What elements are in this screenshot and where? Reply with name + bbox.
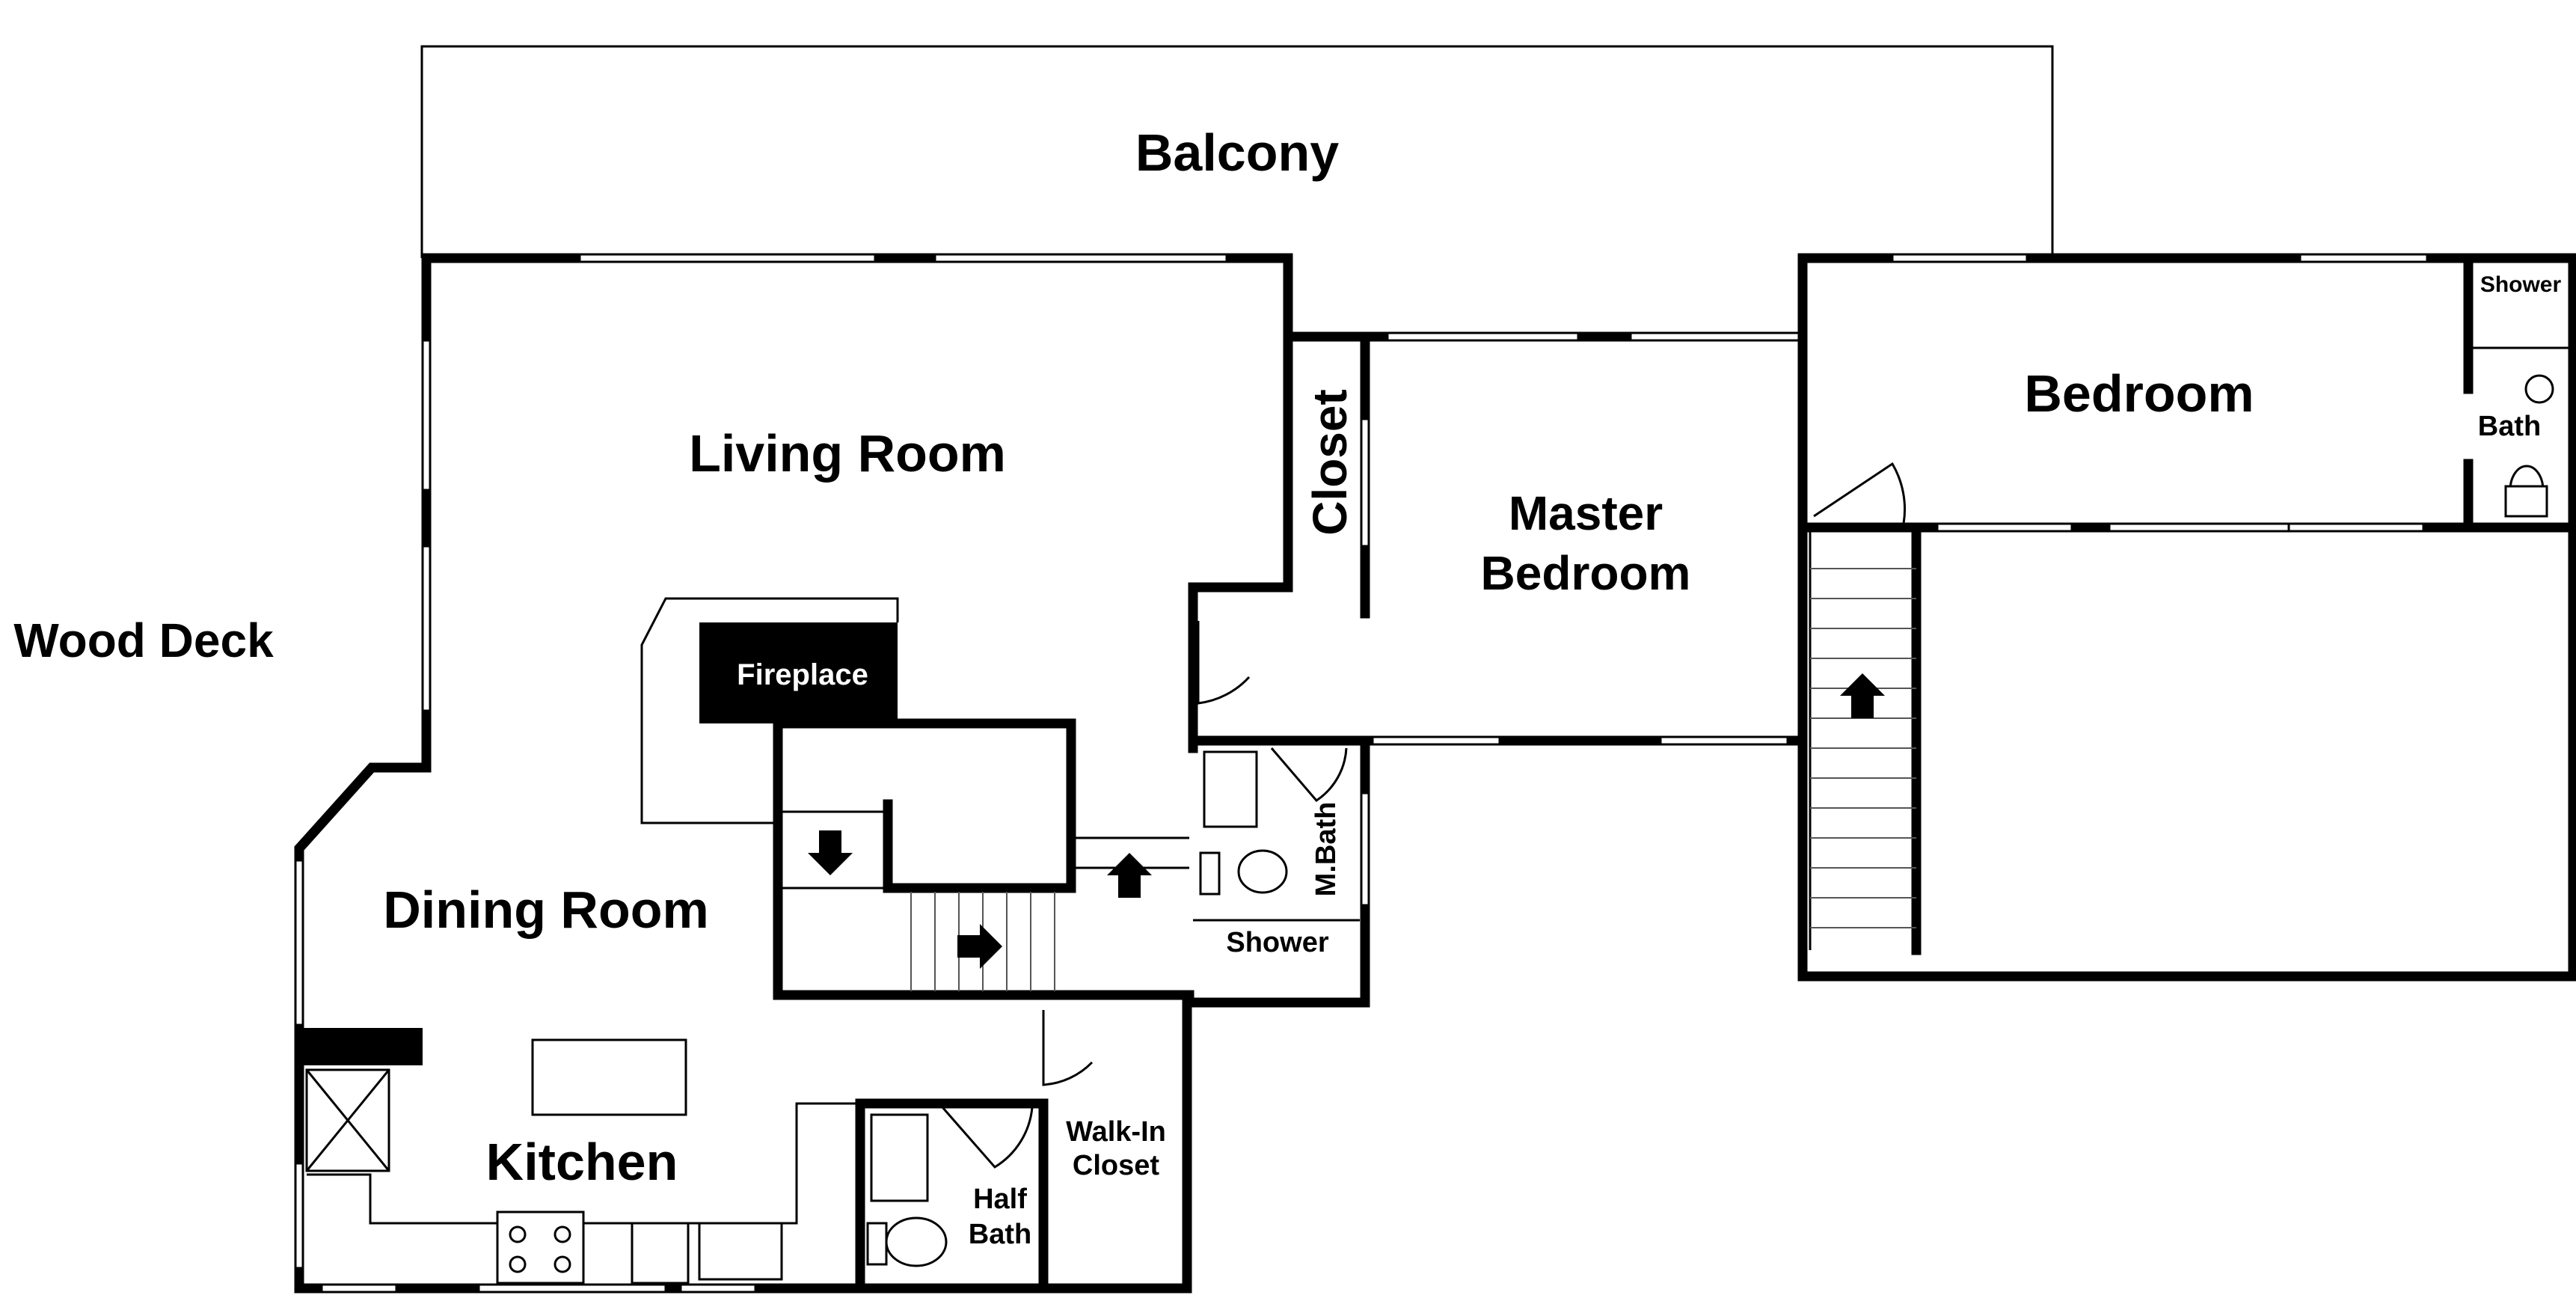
sink-icon xyxy=(1203,750,1258,828)
upper-bath-label: Bath xyxy=(2478,411,2541,442)
wood-deck-label: Wood Deck xyxy=(13,613,274,667)
master-shower-label: Shower xyxy=(1226,927,1328,958)
kitchen-details xyxy=(299,1010,1094,1285)
arrow-up-icon xyxy=(1107,853,1152,898)
windows-living-left xyxy=(294,339,432,1270)
master-bath xyxy=(1188,735,1370,1008)
walk-in-closet-label-line1: Walk-In xyxy=(1066,1116,1166,1148)
arrow-up-icon xyxy=(1840,673,1885,718)
arrow-right-icon xyxy=(957,924,1002,969)
balcony-label: Balcony xyxy=(1135,123,1339,182)
walk-in-closet-label-line2: Closet xyxy=(1073,1150,1159,1181)
dining-room-label: Dining Room xyxy=(383,881,708,939)
toilet-icon xyxy=(1237,849,1288,894)
bedroom-door xyxy=(1813,462,1907,524)
upper-bath-fixtures xyxy=(2472,346,2573,518)
closet-walls xyxy=(1188,331,1370,753)
sink-icon xyxy=(870,1113,929,1202)
dishwasher xyxy=(631,1222,690,1285)
sink-icon xyxy=(698,1222,783,1281)
half-bath-walls xyxy=(855,1098,1049,1294)
master-bedroom-label-line1: Master xyxy=(1509,486,1663,540)
kitchen-label: Kitchen xyxy=(486,1133,678,1191)
upper-shower-label: Shower xyxy=(2480,272,2562,297)
arrow-down-icon xyxy=(808,830,853,875)
master-bedroom-walls xyxy=(1360,331,1808,746)
master-bath-label: M.Bath xyxy=(1310,802,1342,897)
master-bedroom-label-line2: Bedroom xyxy=(1481,546,1691,600)
balcony-area xyxy=(420,45,2054,258)
right-stairs xyxy=(1809,522,1922,955)
sink-icon xyxy=(2524,374,2554,404)
fireplace-label: Fireplace xyxy=(737,658,868,691)
half-bath-label-line2: Bath xyxy=(969,1219,1031,1250)
half-bath-label-line1: Half xyxy=(973,1184,1027,1215)
living-room-label: Living Room xyxy=(689,424,1006,483)
living-door xyxy=(1197,621,1251,705)
toilet-icon xyxy=(885,1216,948,1267)
stove-icon xyxy=(496,1210,585,1285)
closet-label: Closet xyxy=(1303,389,1357,536)
windows-living-top xyxy=(578,253,1228,263)
fireplace-structure xyxy=(640,597,1195,1000)
windows-kitchen-bottom xyxy=(320,1283,757,1294)
kitchen-island xyxy=(531,1038,687,1116)
bedroom-label: Bedroom xyxy=(2024,364,2254,423)
exterior-walls-right xyxy=(1797,253,2576,982)
